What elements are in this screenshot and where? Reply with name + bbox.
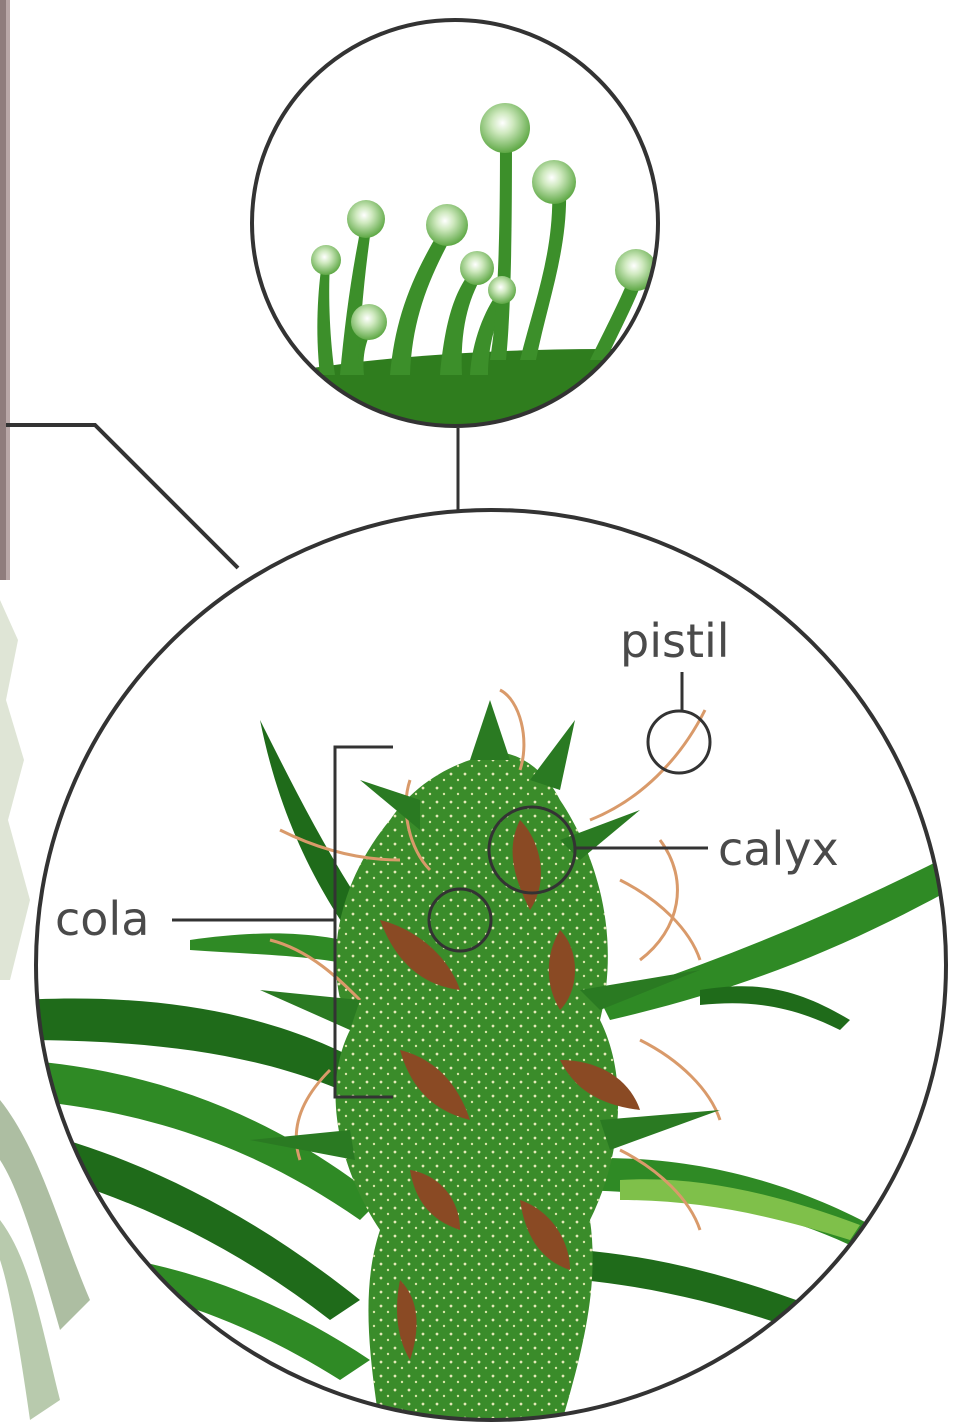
callout-line [6,425,238,568]
pistil-label: pistil [620,614,730,668]
trichome-magnifier [250,20,670,430]
cola-label: cola [55,892,149,946]
background-photo-edge [0,0,90,1420]
calyx-label: calyx [718,822,839,876]
bud-magnifier [20,510,950,1428]
